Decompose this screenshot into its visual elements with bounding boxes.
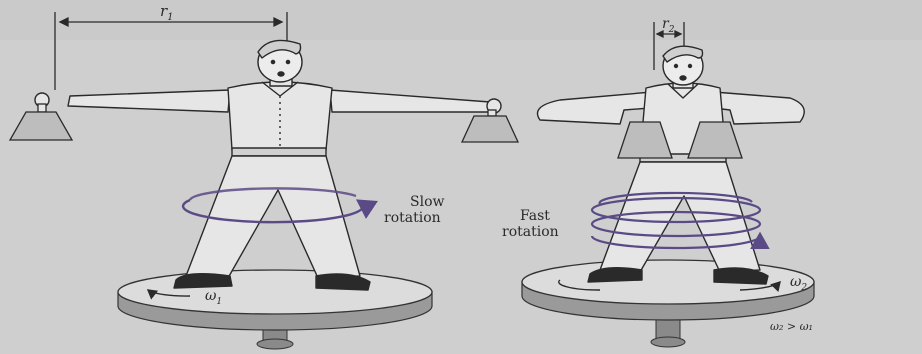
omega-relation-label: ω₂ > ω₁ [770,320,813,333]
